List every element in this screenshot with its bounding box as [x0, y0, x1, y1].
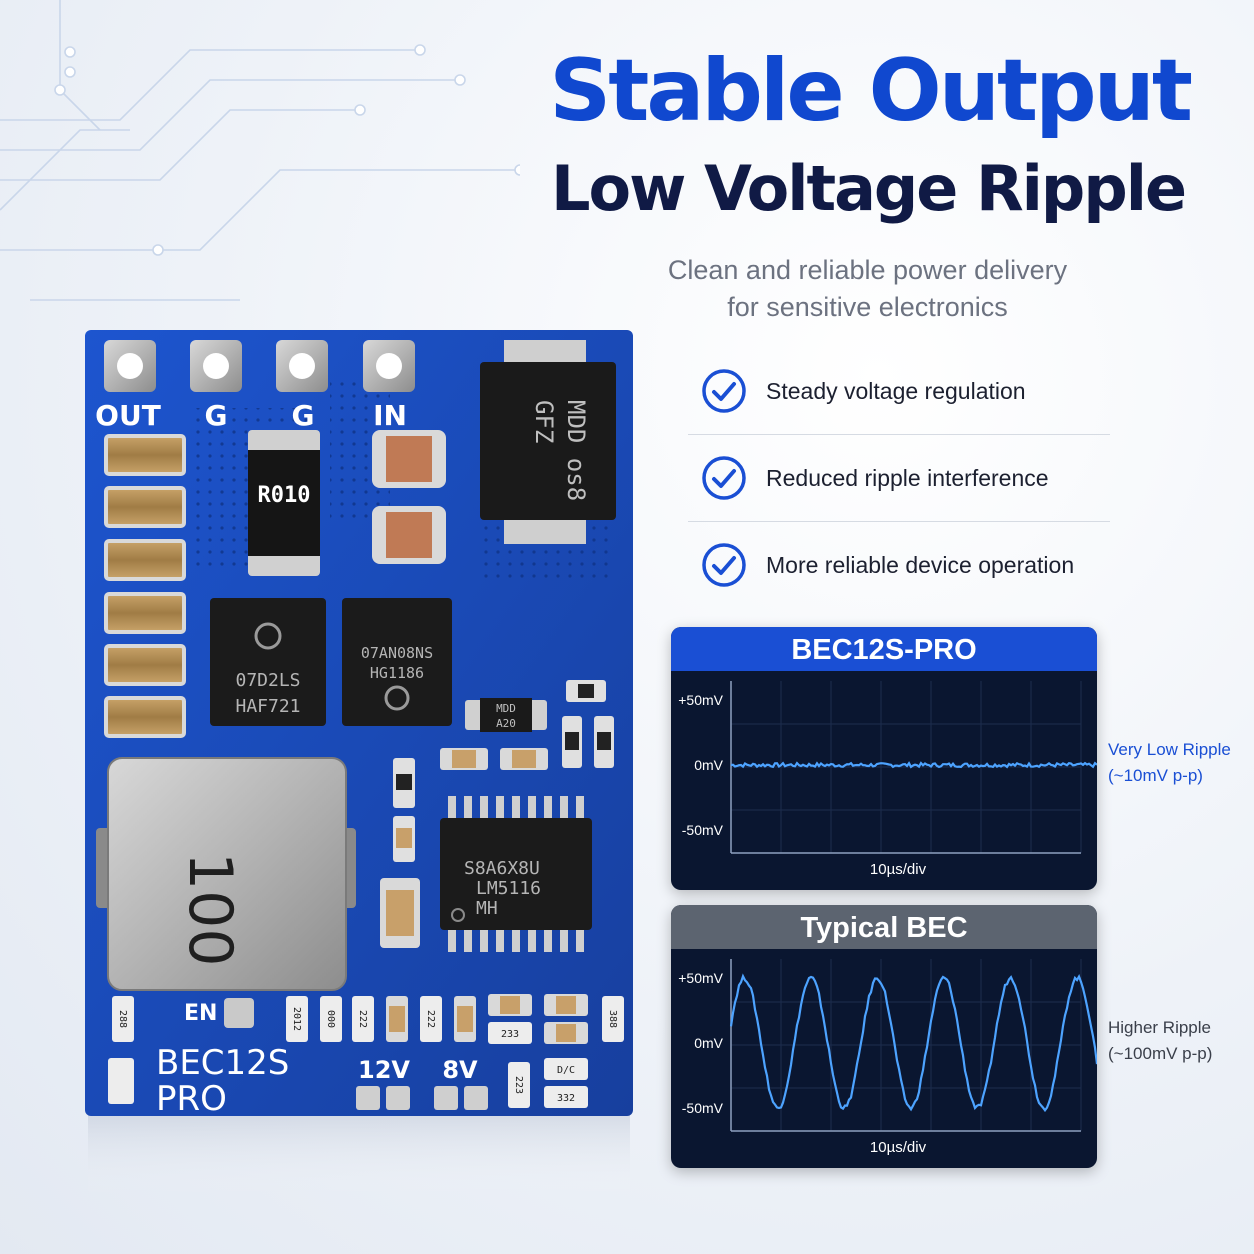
ic-marking-line1: S8A6X8U — [464, 858, 540, 879]
mosfet1-marking-line2: HAF721 — [235, 696, 300, 717]
smd-code: 332 — [557, 1093, 575, 1104]
bottom-passives — [108, 994, 624, 1108]
voltage-select-pads — [356, 1086, 488, 1110]
headline-line2: Low Voltage Ripple — [551, 152, 1187, 225]
circuit-lines-decoration — [0, 0, 520, 301]
y-tick-label: -50mV — [682, 1100, 724, 1116]
controller-ic — [440, 796, 592, 952]
smd-code: D/C — [557, 1065, 575, 1076]
checkmark-circle-icon — [702, 543, 746, 587]
feature-text: Steady voltage regulation — [766, 377, 1026, 404]
y-tick-label: +50mV — [678, 970, 723, 986]
smd-code: 388 — [607, 1010, 618, 1028]
subtitle-line2: for sensitive electronics — [727, 292, 1008, 322]
feature-text: More reliable device operation — [766, 551, 1075, 578]
note-line1: Higher Ripple — [1108, 1018, 1211, 1037]
mosfet2-marking-line1: 07AN08NS — [361, 644, 433, 662]
pad-label-g2: G — [292, 399, 315, 432]
smd-code: 000 — [325, 1010, 336, 1028]
subtitle: Clean and reliable power delivery for se… — [600, 252, 1135, 326]
diode-marking-line1: MDD os8 — [562, 400, 590, 501]
oscilloscope-panel-bec12s-pro: BEC12S-PRO +50mV 0mV -50mV 10µs/div — [671, 627, 1097, 890]
en-label: EN — [184, 1001, 217, 1026]
pad-label-in: IN — [373, 399, 407, 432]
power-inductor — [96, 757, 356, 991]
feature-item: Steady voltage regulation — [688, 348, 1110, 435]
ic-marking-line2: LM5116 — [476, 878, 541, 899]
smd-code: 223 — [513, 1076, 524, 1094]
model-name-line1: BEC12S — [156, 1043, 289, 1083]
oscilloscope-panel-typical-bec: Typical BEC +50mV 0mV -50mV 10µs/div — [671, 905, 1097, 1168]
feature-item: More reliable device operation — [688, 522, 1110, 608]
scope-title: Typical BEC — [671, 905, 1097, 949]
diode-marking-line2: GFZ — [530, 400, 558, 443]
pcb-board-image: OUT G G IN R010 MDD os8 GFZ 07D2LS HAF72… — [85, 330, 633, 1196]
small-diode-marking-line1: MDD — [496, 702, 516, 715]
voltage-label-12v: 12V — [358, 1056, 410, 1084]
pad-label-g1: G — [205, 399, 228, 432]
voltage-label-8v: 8V — [442, 1056, 478, 1084]
mosfet-2 — [342, 598, 452, 726]
solder-pads — [104, 340, 415, 392]
scope-title: BEC12S-PRO — [671, 627, 1097, 671]
note-line2: (~10mV p-p) — [1108, 766, 1203, 785]
schottky-diode — [480, 340, 616, 544]
output-capacitors — [104, 434, 186, 738]
smd-code: 2012 — [291, 1007, 302, 1031]
checkmark-circle-icon — [702, 456, 746, 500]
feature-item: Reduced ripple interference — [688, 435, 1110, 522]
scope-grid — [731, 681, 1082, 853]
ripple-note-bec12s-pro: Very Low Ripple (~10mV p-p) — [1108, 737, 1231, 789]
checkmark-circle-icon — [702, 369, 746, 413]
feature-text: Reduced ripple interference — [766, 464, 1049, 491]
ripple-trace — [729, 973, 1097, 1113]
x-axis-label: 10µs/div — [870, 861, 927, 878]
pad-label-out: OUT — [95, 399, 161, 432]
smd-code: 288 — [117, 1010, 128, 1028]
small-diode-marking-line2: A20 — [496, 717, 516, 730]
smd-code: 222 — [357, 1010, 368, 1028]
ripple-note-typical-bec: Higher Ripple (~100mV p-p) — [1108, 1015, 1212, 1067]
model-name-line2: PRO — [156, 1079, 227, 1119]
note-line1: Very Low Ripple — [1108, 740, 1231, 759]
small-passives — [380, 680, 614, 948]
note-line2: (~100mV p-p) — [1108, 1044, 1213, 1063]
mosfet1-marking-line1: 07D2LS — [235, 670, 300, 691]
en-jumper-pad — [224, 998, 254, 1028]
inductor-marking: 100 — [175, 852, 245, 967]
ic-marking-line3: MH — [476, 898, 498, 919]
mosfet-1 — [210, 598, 326, 726]
resistor-marking: R010 — [258, 483, 311, 508]
y-tick-label: 0mV — [694, 1035, 723, 1051]
y-tick-label: +50mV — [678, 692, 723, 708]
smd-code: 222 — [425, 1010, 436, 1028]
mosfet2-marking-line2: HG1186 — [370, 664, 424, 682]
x-axis-label: 10µs/div — [870, 1139, 927, 1156]
ripple-trace — [730, 761, 1097, 769]
headline-line1: Stable Output — [549, 41, 1193, 141]
subtitle-line1: Clean and reliable power delivery — [667, 255, 1068, 285]
input-capacitors — [372, 430, 446, 564]
y-tick-label: -50mV — [682, 822, 724, 838]
smd-code: 233 — [501, 1029, 519, 1040]
y-tick-label: 0mV — [694, 757, 723, 773]
feature-list: Steady voltage regulation Reduced ripple… — [688, 348, 1110, 608]
